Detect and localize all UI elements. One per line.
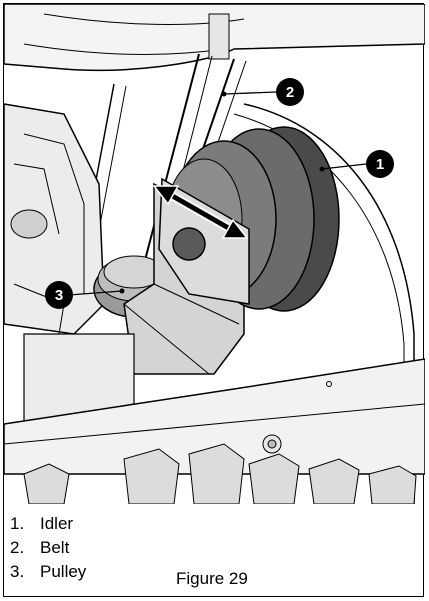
legend-item: 1. Idler <box>10 512 270 536</box>
guard-curve <box>243 103 415 504</box>
legend-item: 3. Pulley <box>10 560 270 584</box>
legend-label: Belt <box>40 538 70 557</box>
adjustment-arrow <box>152 185 249 239</box>
legend-label: Idler <box>40 514 74 533</box>
legend-label: Pulley <box>40 562 87 581</box>
figure-caption: Figure 29 <box>176 569 248 588</box>
legend-list: 1. Idler 2. Belt 3. Pulley <box>10 512 270 584</box>
figure-frame: 2 1 3 1. Idler 2. Belt 3. Pulley Figure … <box>3 3 425 597</box>
legend-number: 2. <box>10 538 25 557</box>
callout-2: 2 <box>276 78 304 106</box>
bottom-teeth <box>23 443 417 504</box>
legend-number: 3. <box>10 562 25 581</box>
chassis-plate <box>4 358 425 475</box>
callout-1: 1 <box>366 150 394 178</box>
legend-number: 1. <box>10 514 25 533</box>
callout-2-number: 2 <box>286 84 294 101</box>
belt-strand <box>143 53 200 265</box>
callout-3: 3 <box>45 281 73 309</box>
callout-3-number: 3 <box>55 287 63 304</box>
legend-item: 2. Belt <box>10 536 270 560</box>
callout-1-number: 1 <box>376 156 384 173</box>
technical-illustration: 2 1 3 <box>4 4 425 504</box>
